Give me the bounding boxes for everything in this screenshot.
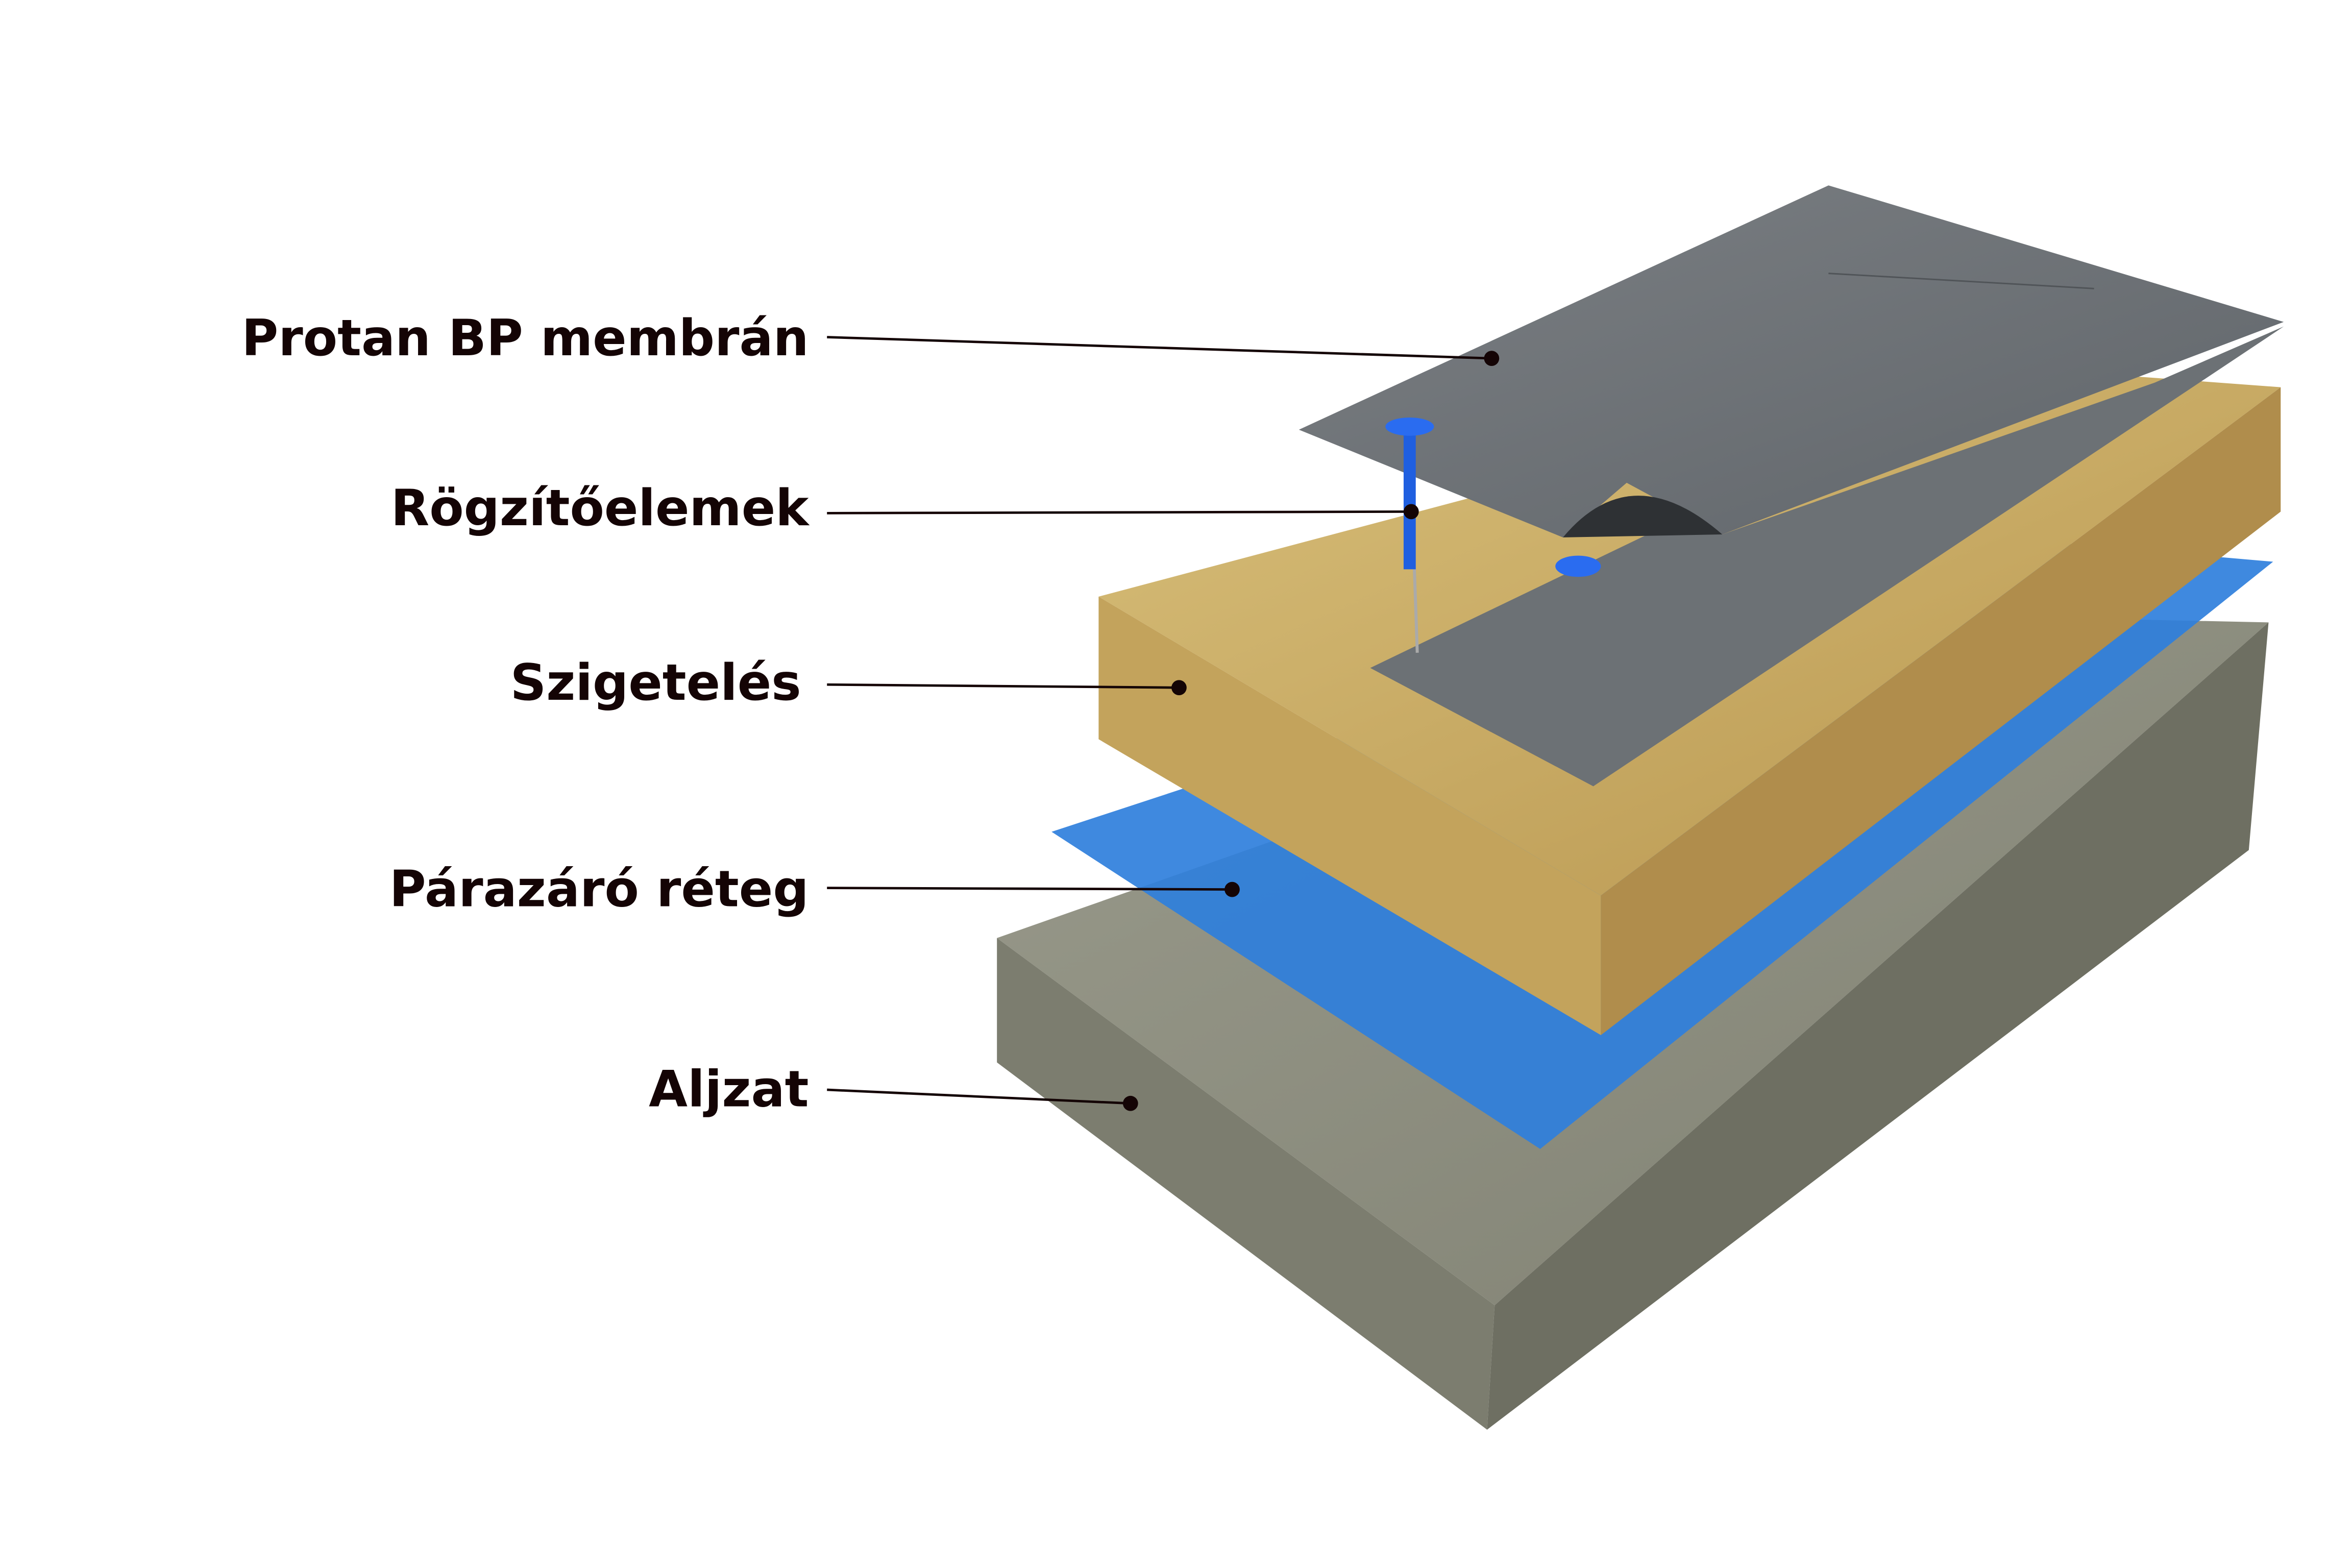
fastener-icon — [1385, 418, 1601, 653]
label-vapour-barrier: Párazáró réteg — [389, 860, 809, 918]
label-membrane: Protan BP membrán — [241, 309, 808, 368]
label-fasteners: Rögzítőelemek — [391, 479, 811, 537]
leader-lines — [827, 336, 1500, 1111]
label-insulation: Szigetelés — [510, 654, 801, 712]
label-substrate: Aljzat — [649, 1061, 808, 1119]
membrane-sheet — [1298, 185, 2284, 787]
